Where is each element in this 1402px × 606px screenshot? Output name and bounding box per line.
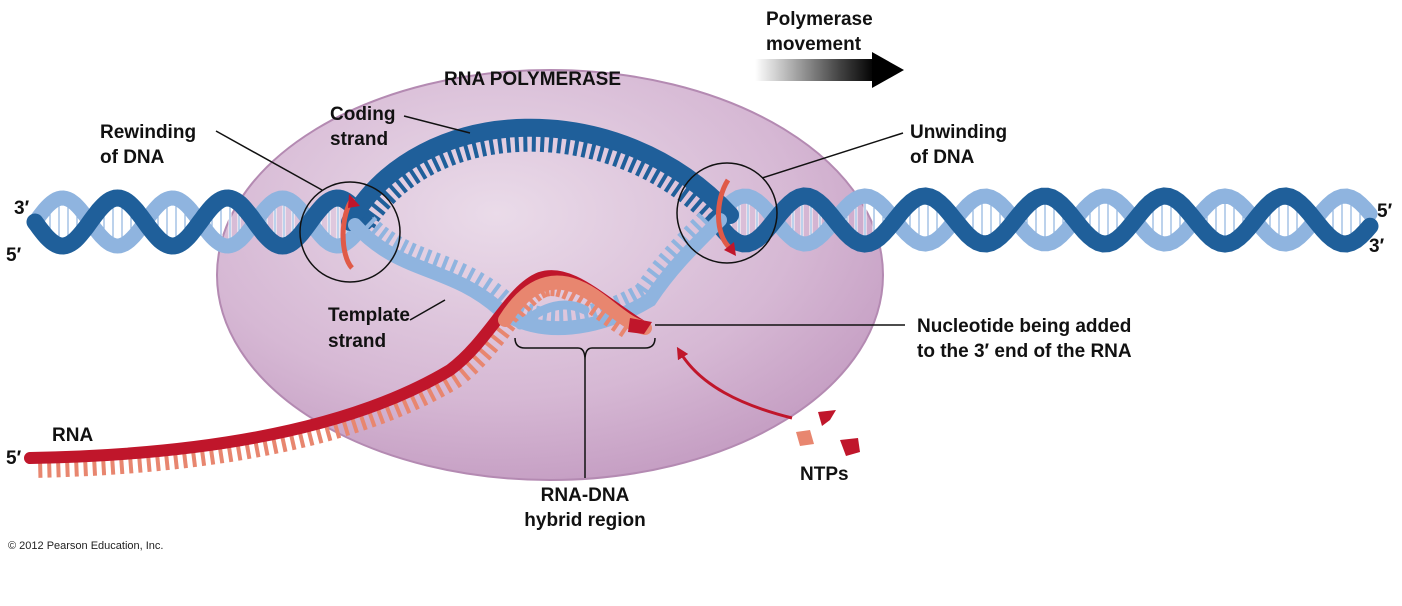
polymerase-label: RNA POLYMERASE	[444, 69, 622, 90]
ntps-cluster	[796, 410, 860, 456]
hybrid-label-line2: hybrid region	[524, 510, 646, 531]
left-bottom-end-label: 5′	[6, 245, 22, 266]
rewinding-circle	[299, 181, 401, 283]
unwinding-rotation-arrow	[716, 178, 736, 256]
right-top-end-label: 5′	[1377, 201, 1393, 222]
coding-strand	[341, 118, 739, 231]
coding-label-line1: Coding	[330, 104, 396, 125]
rewinding-rotation-arrow	[340, 194, 360, 270]
rewinding-label-line2: of DNA	[100, 147, 165, 168]
dna-backbone-dark	[26, 189, 374, 255]
dna-helix-right	[706, 187, 1379, 253]
rewinding-label-line1: Rewinding	[100, 122, 197, 143]
template-label-line2: strand	[328, 331, 387, 352]
dna-backbone-light	[707, 188, 1378, 252]
template-strand	[348, 212, 727, 336]
template-label-line1: Template	[328, 305, 411, 326]
coding-leader-line	[403, 115, 471, 134]
ntp-incorporation-arrow	[676, 346, 793, 420]
dna-helix-left	[26, 189, 374, 255]
ntps-label: NTPs	[800, 464, 849, 485]
movement-label-line1: Polymerase	[766, 9, 873, 30]
unwinding-leader-line	[761, 132, 904, 179]
unwinding-label-line2: of DNA	[910, 147, 975, 168]
unwinding-label-line1: Unwinding	[910, 122, 1008, 143]
hybrid-label-line1: RNA-DNA	[540, 485, 630, 506]
nucleotide-being-added	[628, 318, 652, 334]
right-bottom-end-label: 3′	[1369, 236, 1385, 257]
template-leader-line	[409, 299, 446, 321]
copyright-notice: © 2012 Pearson Education, Inc.	[8, 540, 164, 552]
rewinding-leader-line	[215, 130, 323, 191]
rna-5-end-label: 5′	[6, 448, 22, 469]
polymerase-movement-arrow	[755, 52, 904, 88]
dna-backbone-dark	[706, 187, 1379, 253]
left-top-end-label: 3′	[14, 198, 30, 219]
nucleotide-label-line1: Nucleotide being added	[917, 316, 1132, 337]
movement-label-line2: movement	[766, 34, 862, 55]
rna-label: RNA	[52, 425, 94, 446]
rna-dna-hybrid	[498, 275, 652, 335]
nucleotide-label-line2: to the 3′ end of the RNA	[917, 341, 1132, 362]
unwinding-circle	[676, 162, 778, 264]
coding-label-line2: strand	[330, 129, 389, 150]
